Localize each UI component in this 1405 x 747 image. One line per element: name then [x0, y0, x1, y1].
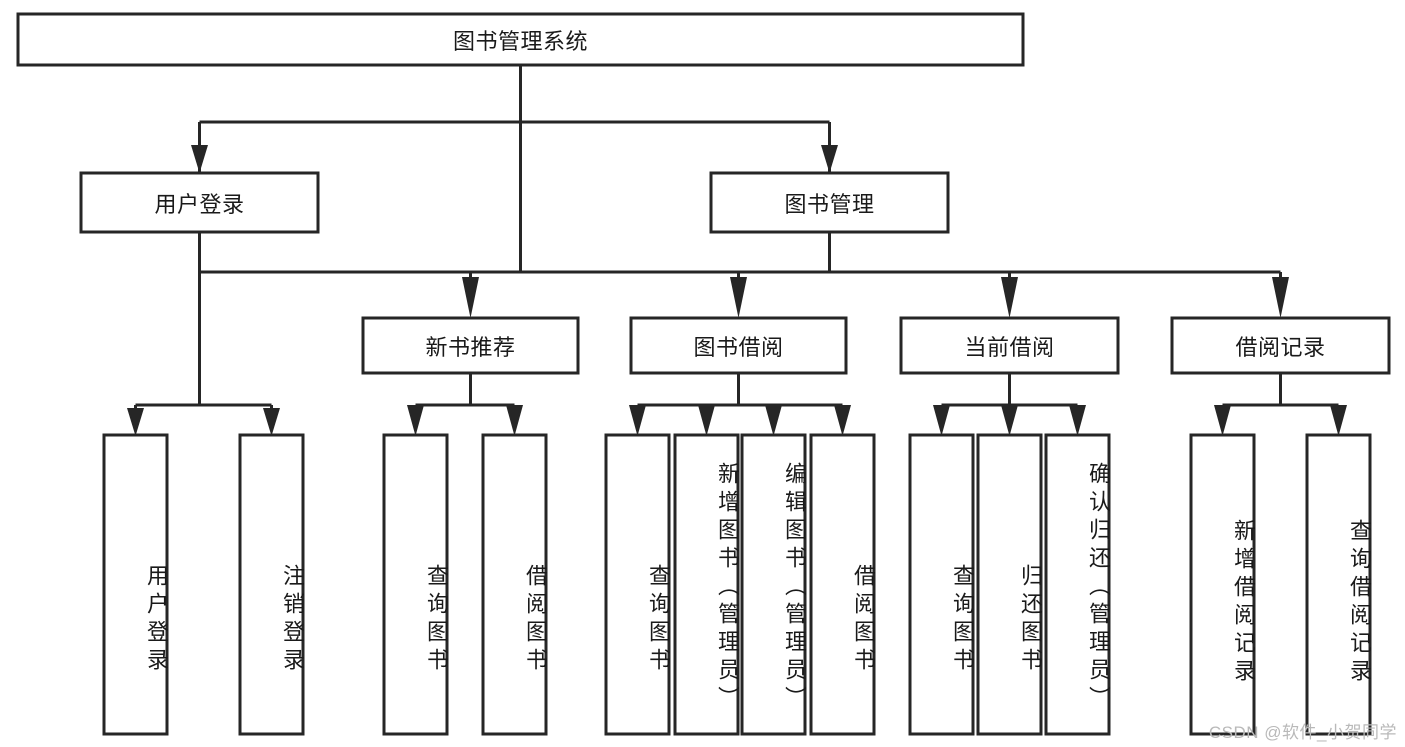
connector-userlogin-to-leaves — [127, 232, 280, 436]
node-box-book-borrow[interactable] — [629, 316, 848, 375]
node-box-user-login[interactable] — [79, 171, 320, 234]
connector-newbook-to-leaves — [407, 373, 523, 436]
leaf-box-0[interactable] — [102, 433, 169, 736]
leaf-box-2[interactable] — [382, 433, 449, 736]
node-box-book-management[interactable] — [709, 171, 950, 234]
leaf-box-4[interactable] — [604, 433, 671, 736]
node-box-root[interactable] — [16, 12, 1025, 67]
node-box-borrow-records[interactable] — [1170, 316, 1391, 375]
connector-bookmgmt-to-level3 — [462, 232, 1289, 318]
csdn-watermark: CSDN @软件_小贺同学 — [1208, 723, 1397, 742]
leaf-box-5[interactable] — [673, 433, 740, 736]
leaf-box-11[interactable] — [1189, 433, 1256, 736]
leaf-box-10[interactable] — [1044, 433, 1111, 736]
leaf-box-3[interactable] — [481, 433, 548, 736]
leaf-box-9[interactable] — [976, 433, 1043, 736]
node-box-current-borrow[interactable] — [899, 316, 1120, 375]
leaf-box-8[interactable] — [908, 433, 975, 736]
leaf-box-1[interactable] — [238, 433, 305, 736]
connector-current-to-leaves — [933, 373, 1086, 436]
node-box-new-book-recommend[interactable] — [361, 316, 580, 375]
connector-borrow-to-leaves — [629, 373, 851, 436]
connector-root-bus — [199, 65, 830, 124]
connector-root-to-level2 — [198, 65, 831, 274]
leaf-box-6[interactable] — [740, 433, 807, 736]
leaf-box-12[interactable] — [1305, 433, 1372, 736]
leaf-box-7[interactable] — [809, 433, 876, 736]
connector-records-to-leaves — [1214, 373, 1347, 436]
connector-root-legs — [191, 122, 838, 173]
